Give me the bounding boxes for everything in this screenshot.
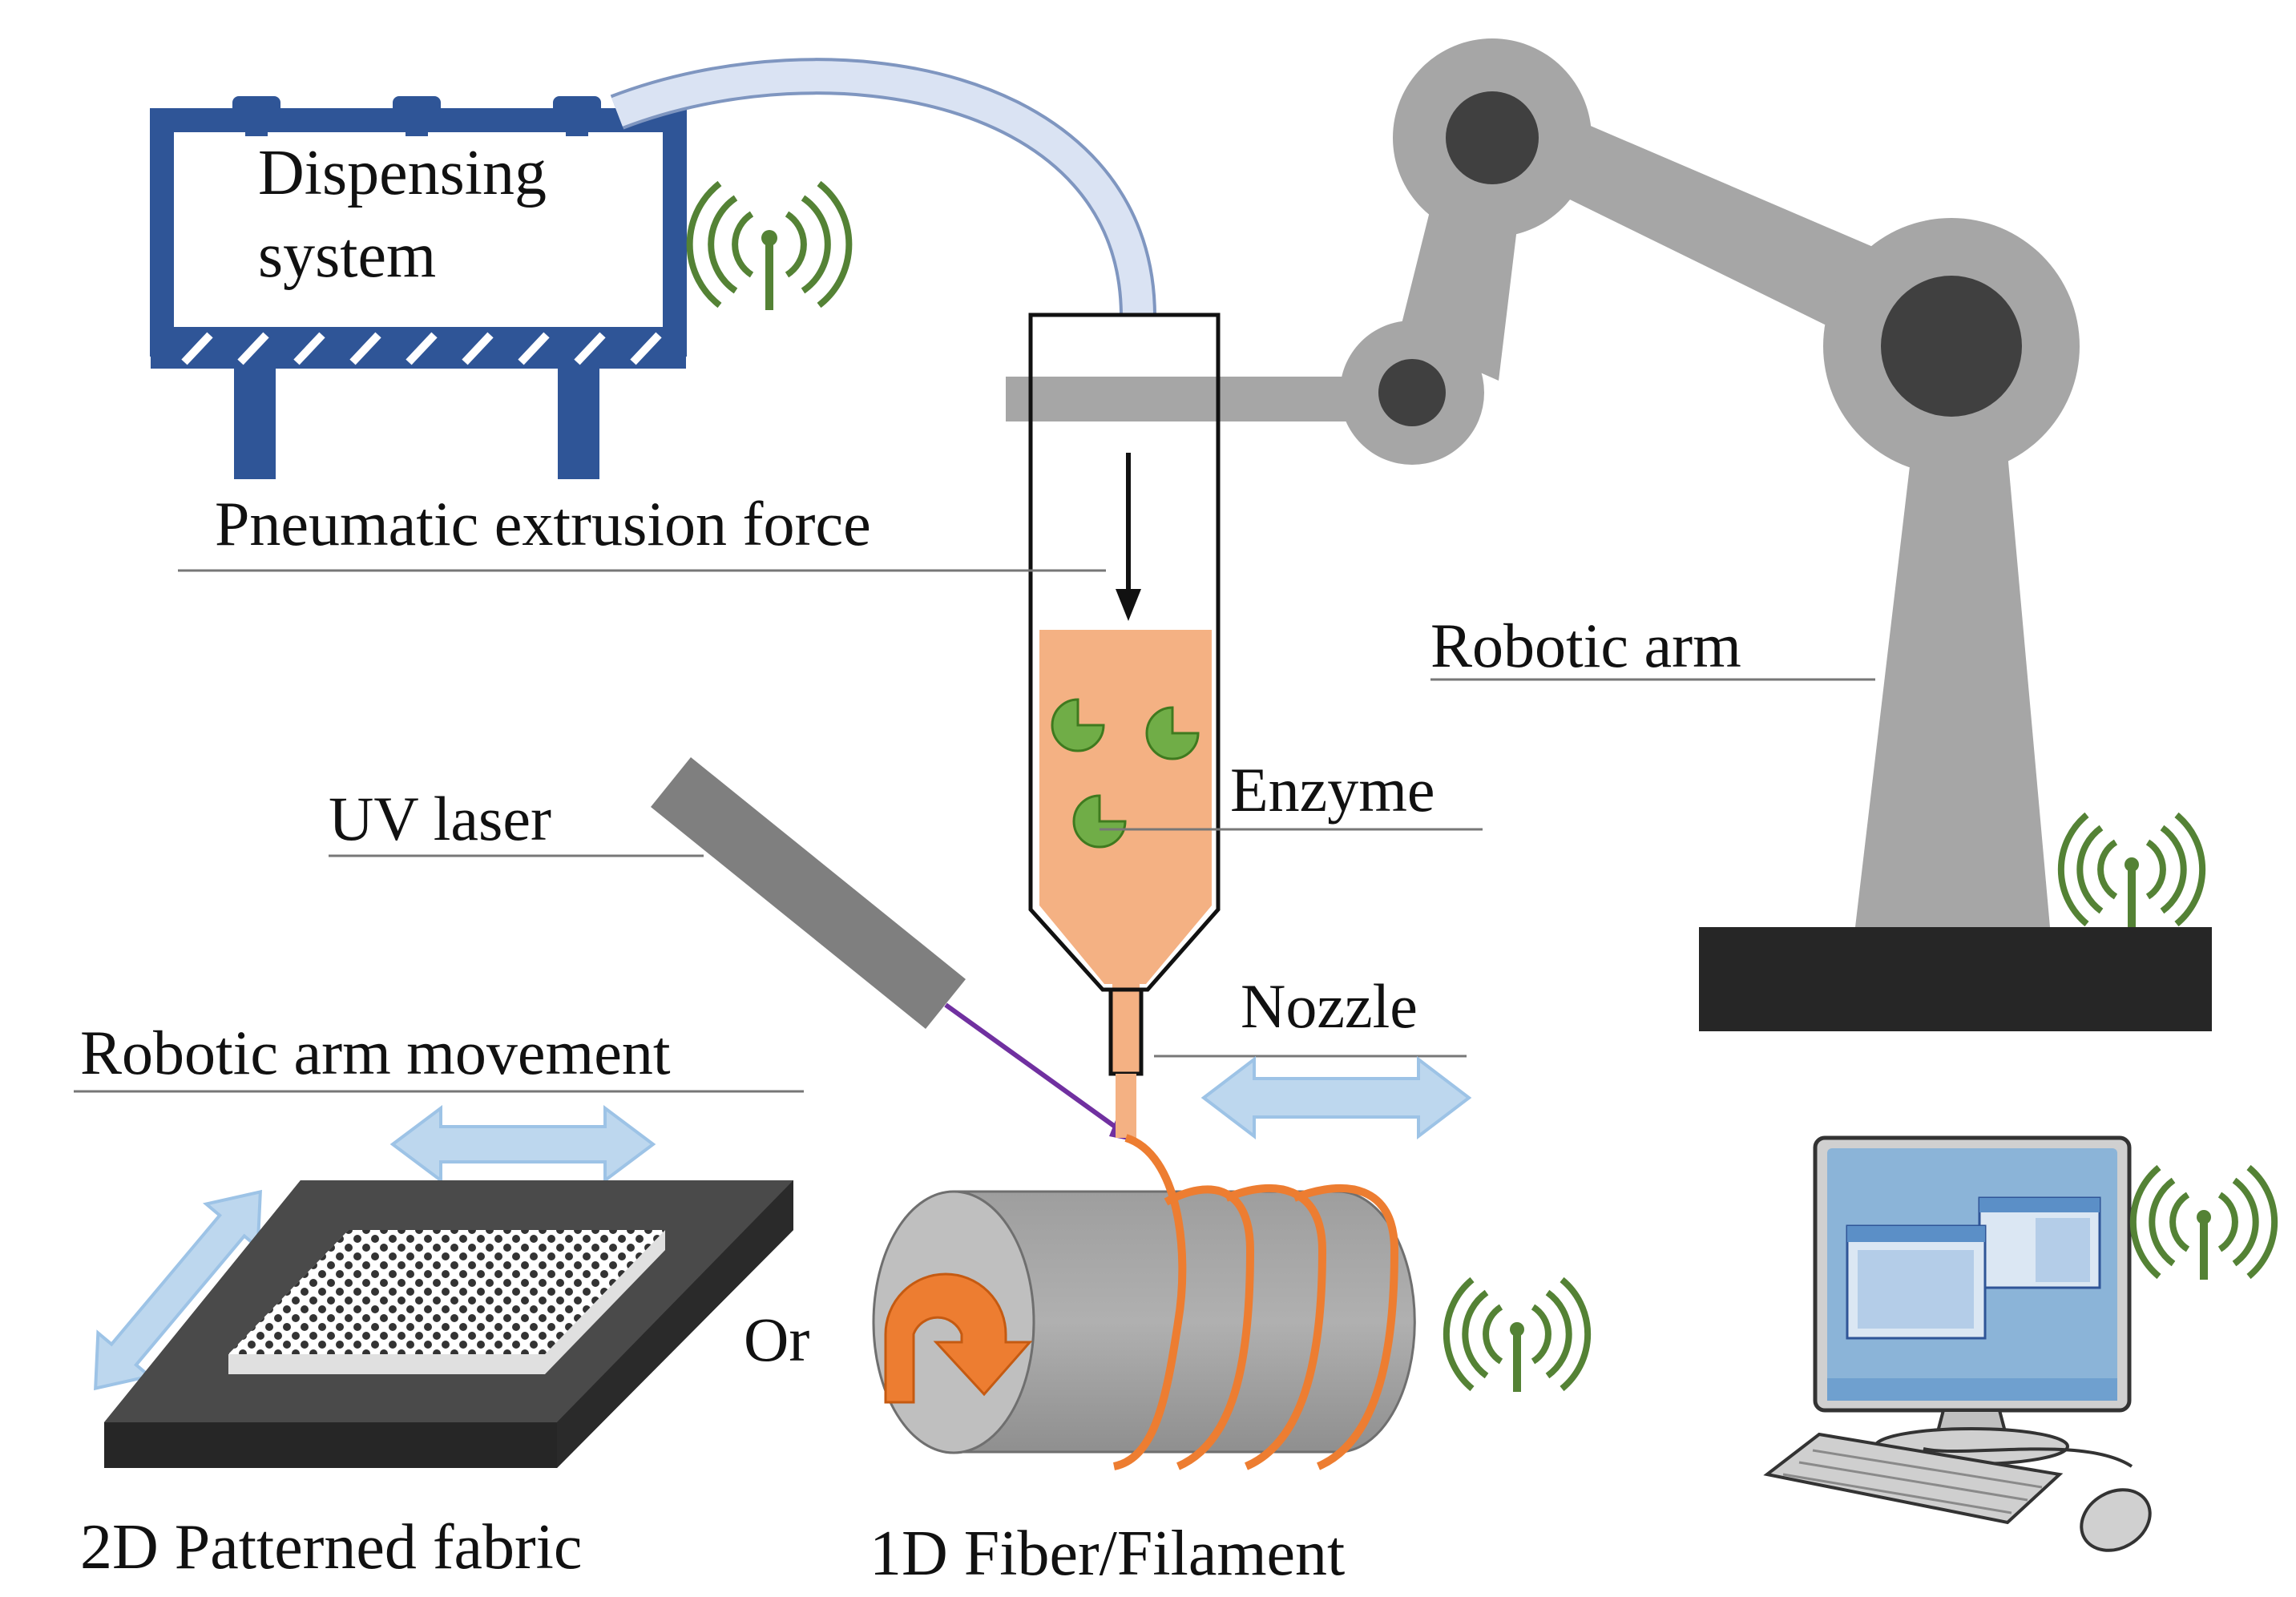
or-label: Or <box>744 1305 809 1374</box>
dispensing-label-line1: Dispensing <box>258 138 547 208</box>
rotating-drum <box>872 1190 1416 1454</box>
double-arrow-icon <box>389 1105 656 1184</box>
rotation-arrow-icon <box>884 1272 1033 1404</box>
double-arrow-icon <box>1200 1055 1472 1140</box>
dispensing-label-line2: system <box>258 220 436 291</box>
robotic-arm-movement-label: Robotic arm movement <box>80 1018 671 1087</box>
robotic-arm-label: Robotic arm <box>1430 611 1741 680</box>
wifi-icon <box>2057 812 2206 927</box>
double-arrow-icon <box>94 1189 262 1391</box>
wifi-icon <box>1443 1276 1592 1392</box>
fabric-2d-label: 2D Patterned fabric <box>80 1512 582 1583</box>
wifi-icon <box>2129 1164 2278 1280</box>
dispensing-system: Dispensing system <box>150 96 687 479</box>
syringe <box>1028 313 1221 1076</box>
wifi-icon <box>686 180 853 310</box>
fiber-1d-label: 1D Fiber/Filament <box>870 1518 1345 1589</box>
desktop-computer-icon <box>1763 1135 2152 1552</box>
enzyme-label: Enzyme <box>1230 755 1435 825</box>
filament-coils <box>1112 1134 1399 1470</box>
patterned-fabric <box>104 1180 793 1468</box>
nozzle-label: Nozzle <box>1241 971 1418 1041</box>
pneumatic-label: Pneumatic extrusion force <box>215 489 871 559</box>
uv-laser-label: UV laser <box>329 784 551 853</box>
